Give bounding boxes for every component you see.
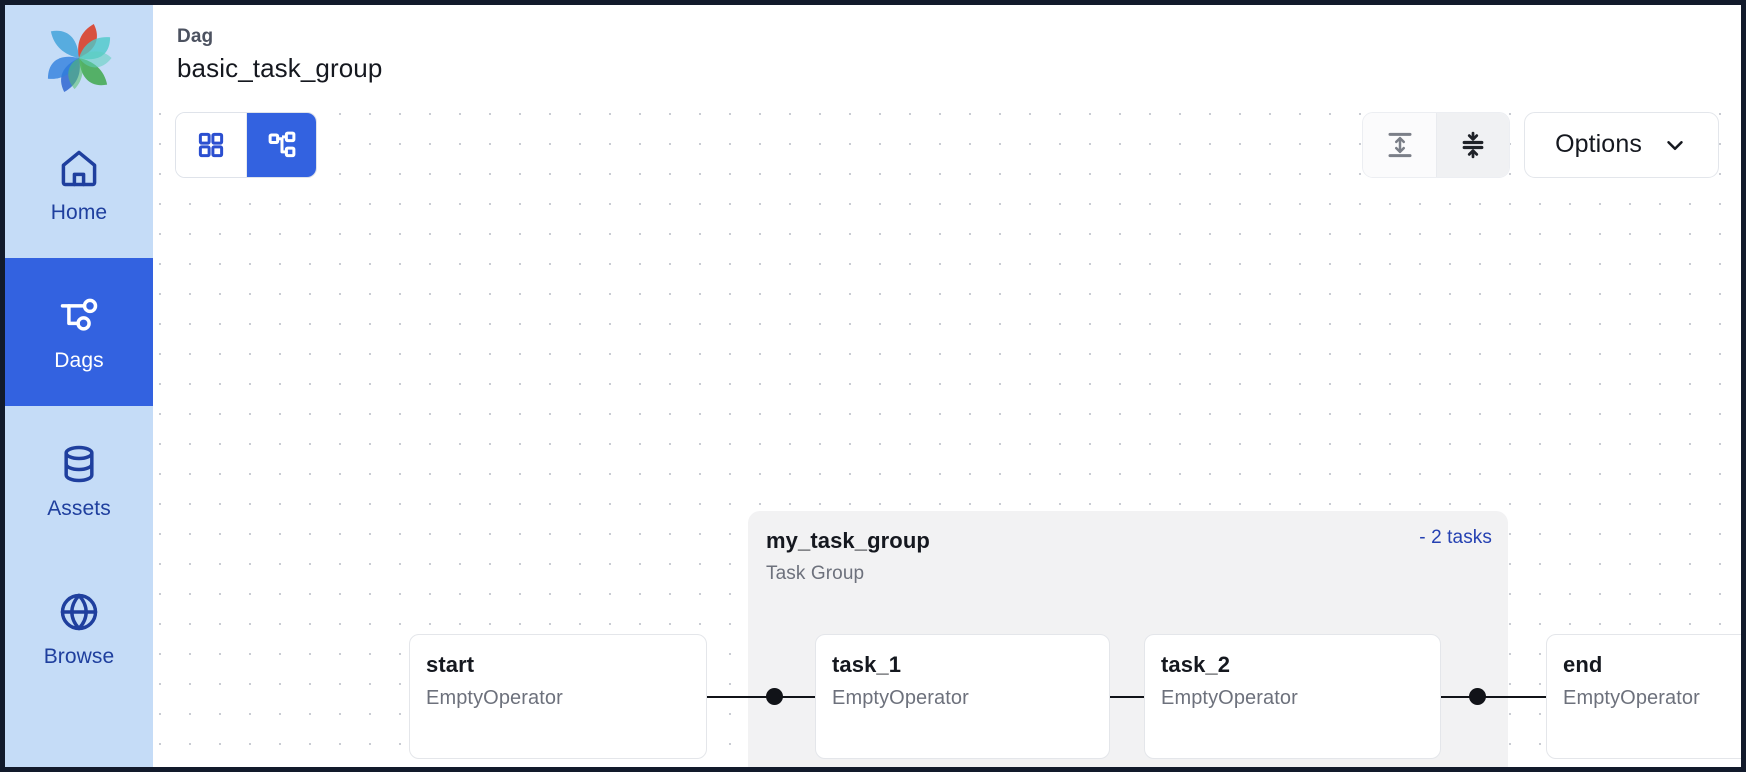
browse-icon	[60, 593, 98, 630]
task-group-subtitle: Task Group	[766, 562, 865, 584]
app-logo[interactable]	[5, 5, 153, 110]
main-content: Dag basic_task_group	[153, 5, 1741, 767]
sidebar-item-home-label: Home	[50, 200, 108, 224]
graph-canvas[interactable]: Options my_task_group Task Group - 2 tas…	[153, 93, 1741, 767]
graph-toolbar: Options	[175, 111, 1719, 178]
height-adjust-group	[1362, 111, 1510, 178]
task-node-task-2[interactable]: task_2 EmptyOperator	[1144, 633, 1441, 759]
sidebar: Home Dags Assets	[5, 5, 153, 767]
chevron-down-icon	[1667, 140, 1683, 150]
graph-icon	[268, 131, 295, 157]
grid-icon	[198, 132, 224, 157]
assets-icon	[64, 445, 94, 482]
sidebar-item-browse[interactable]: Browse	[5, 554, 153, 702]
task-node-operator: EmptyOperator	[832, 686, 969, 709]
task-node-operator: EmptyOperator	[1161, 686, 1298, 709]
expand-height-button[interactable]	[1363, 112, 1436, 177]
task-node-title: start	[426, 651, 475, 677]
collapse-height-button[interactable]	[1436, 112, 1509, 177]
toolbar-right-group: Options	[1362, 111, 1719, 178]
home-icon	[61, 150, 97, 186]
task-node-start[interactable]: start EmptyOperator	[409, 633, 707, 759]
sidebar-item-dags[interactable]: Dags	[5, 258, 153, 406]
options-button[interactable]: Options	[1524, 111, 1719, 178]
sidebar-item-assets-label: Assets	[47, 496, 111, 520]
task-group-title: my_task_group	[766, 527, 930, 553]
graph-view-button[interactable]	[246, 112, 316, 177]
collapse-vertical-icon	[1462, 131, 1484, 158]
sidebar-item-dags-label: Dags	[54, 348, 104, 372]
options-button-label: Options	[1555, 130, 1642, 159]
sidebar-item-home[interactable]: Home	[5, 110, 153, 258]
page-title: basic_task_group	[177, 52, 383, 83]
page-header: Dag basic_task_group	[153, 5, 1741, 88]
task-node-title: end	[1563, 651, 1603, 677]
task-node-operator: EmptyOperator	[1563, 686, 1700, 709]
edge-start-task1	[707, 695, 815, 698]
dag-graph: my_task_group Task Group - 2 tasks start…	[153, 94, 1741, 767]
grid-view-button[interactable]	[176, 112, 246, 177]
task-node-end[interactable]: end EmptyOperator	[1546, 633, 1741, 759]
edge-task1-task2	[1110, 695, 1144, 698]
sidebar-item-assets[interactable]: Assets	[5, 406, 153, 554]
task-group-toggle[interactable]: - 2 tasks	[1419, 526, 1492, 548]
task-node-title: task_1	[832, 651, 902, 677]
view-switch-group	[175, 111, 317, 178]
task-node-title: task_2	[1161, 651, 1231, 677]
dags-icon	[60, 298, 98, 331]
edge-dot-task2-end	[1469, 687, 1486, 705]
edge-dot-start-task1	[766, 687, 783, 705]
edge-task2-end	[1441, 695, 1546, 698]
task-node-operator: EmptyOperator	[426, 686, 563, 709]
task-node-task-1[interactable]: task_1 EmptyOperator	[815, 633, 1110, 759]
breadcrumb: Dag	[177, 26, 214, 47]
expand-vertical-icon	[1388, 132, 1411, 157]
apache-airflow-logo-icon	[47, 23, 112, 92]
sidebar-item-browse-label: Browse	[43, 644, 115, 668]
